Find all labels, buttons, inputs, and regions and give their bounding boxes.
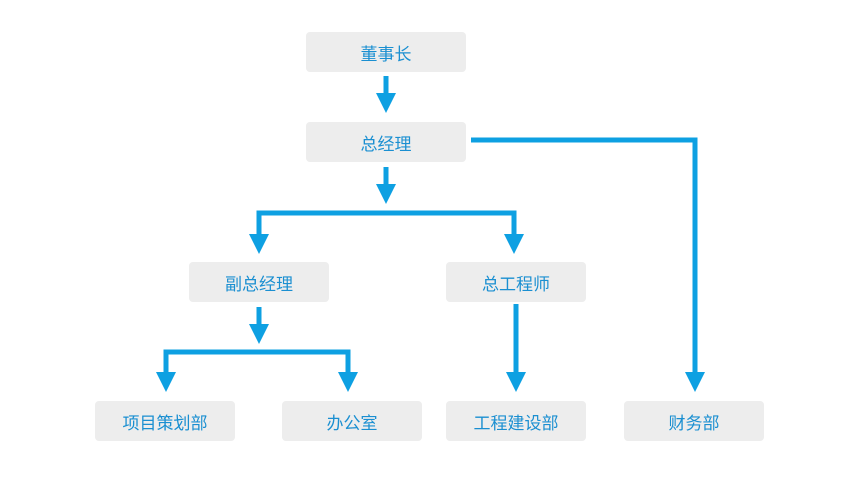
- node-deputy-gm: 副总经理: [189, 262, 329, 302]
- node-engineering-construction: 工程建设部: [446, 401, 586, 441]
- node-chief-engineer: 总工程师: [446, 262, 586, 302]
- node-chairman: 董事长: [306, 32, 466, 72]
- node-finance: 财务部: [624, 401, 764, 441]
- node-label: 财务部: [668, 413, 720, 434]
- node-general-manager: 总经理: [306, 122, 466, 162]
- branch-deputy-gm-level3: [163, 349, 351, 383]
- arrow-gm-to-finance: [471, 137, 705, 392]
- branch-gm-level2: [256, 210, 517, 245]
- node-label: 副总经理: [225, 274, 293, 295]
- node-label: 办公室: [326, 413, 378, 434]
- node-label: 工程建设部: [473, 413, 559, 434]
- node-label: 总工程师: [482, 274, 550, 295]
- node-label: 董事长: [360, 44, 412, 65]
- node-label: 总经理: [360, 134, 412, 155]
- node-label: 项目策划部: [122, 413, 208, 434]
- node-office: 办公室: [282, 401, 422, 441]
- node-project-planning: 项目策划部: [95, 401, 235, 441]
